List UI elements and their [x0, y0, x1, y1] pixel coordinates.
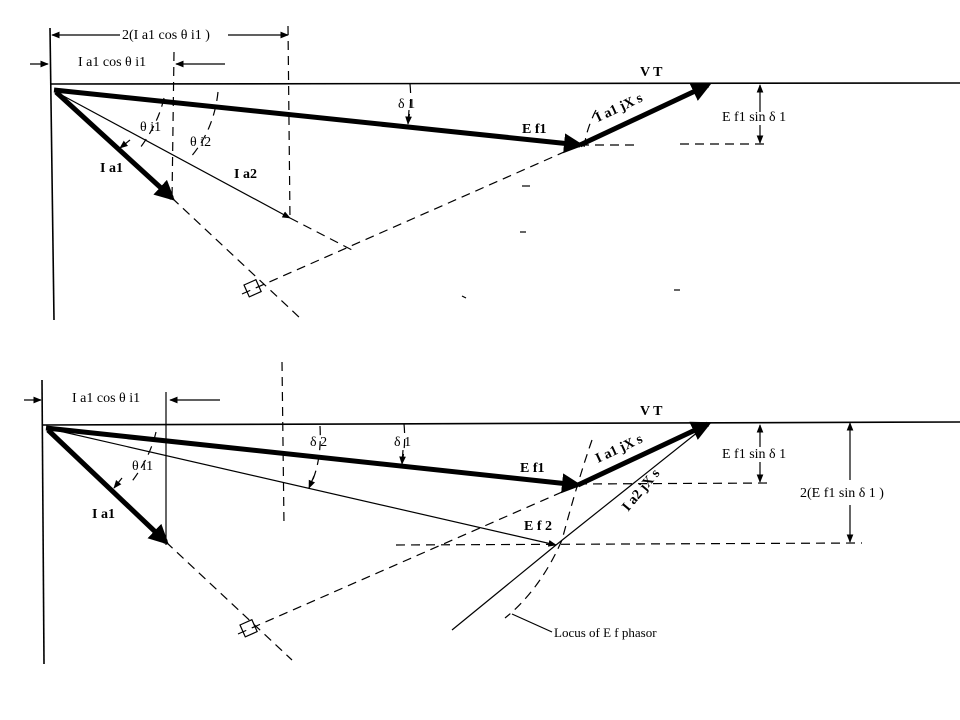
top-vertical-axis: [49, 27, 55, 321]
bottom-ia1-phasor: [46, 428, 169, 545]
top-projection-ia1: [171, 51, 175, 201]
bottom-ia2-jxs-extension: [451, 544, 557, 631]
bottom-perpendicular-line: [237, 484, 579, 635]
top-perpendicular-line: [241, 144, 581, 295]
bottom-ia2-jxs-phasor: [555, 423, 709, 546]
top-theta-i1-label: θ i1: [140, 120, 161, 135]
bottom-ef2-label: E f 2: [524, 519, 552, 534]
bottom-locus-leader: [511, 613, 553, 633]
bottom-theta-i1-arc: [129, 431, 157, 485]
bottom-ia2-jxs-label: I a2 jX s: [620, 466, 664, 514]
top-dim-double-label: 2(I a1 cos θ i1 ): [122, 28, 210, 43]
bottom-ia1-label: I a1: [92, 507, 115, 522]
bottom-vt-reference-line: [41, 421, 960, 426]
bottom-right-angle-marker: [239, 618, 258, 638]
bottom-delta1-arrow: [399, 449, 406, 465]
top-dim-single-label: I a1 cos θ i1: [78, 55, 146, 70]
top-theta-i1-arrow: [119, 139, 131, 149]
top-ef1-label: E f1: [522, 122, 547, 137]
top-projection-ia2: [287, 25, 291, 221]
bottom-delta1-label: δ 1: [394, 435, 411, 450]
bottom-ef1-sin-label: E f1 sin δ 1: [722, 447, 786, 462]
bottom-vt-label: V T: [640, 404, 663, 419]
top-ia1-jxs-phasor: [578, 82, 712, 148]
top-theta-i2-label: θ i2: [190, 135, 211, 150]
top-ia2-phasor: [55, 91, 291, 219]
bottom-vertical-axis: [41, 379, 45, 665]
bottom-dim-single-label: I a1 cos θ i1: [72, 391, 140, 406]
top-ef1-sin-label: E f1 sin δ 1: [722, 110, 786, 125]
bottom-theta-i1-label: θ i1: [132, 459, 153, 474]
bottom-double-sin-label: 2(E f1 sin δ 1 ): [800, 486, 884, 501]
bottom-ef1-phasor: [45, 425, 582, 494]
bottom-ef1-label: E f1: [520, 461, 545, 476]
bottom-ef2-phasor: [45, 427, 557, 547]
top-ia2-label: I a2: [234, 167, 257, 182]
top-ia1-extension: [171, 197, 301, 319]
top-diagram: 2(I a1 cos θ i1 ) I a1 cos θ i1 V T E f1…: [30, 25, 960, 321]
top-locus-arc: [583, 109, 597, 149]
bottom-ef2-level-dash: [395, 542, 863, 546]
bottom-diagram: I a1 cos θ i1 V T E f1 I a1 jX s E f 2 I…: [24, 361, 960, 665]
bottom-ef1-level-dash: [577, 482, 771, 485]
top-delta1-arrow: [405, 109, 412, 125]
bottom-ia1-extension: [165, 541, 293, 661]
top-theta-i2-arc: [189, 91, 219, 159]
top-ia1-phasor: [54, 90, 175, 201]
top-ia2-extension: [289, 217, 353, 251]
top-vt-label: V T: [640, 65, 663, 80]
bottom-theta-i1-arrow: [113, 477, 123, 489]
top-delta1-label: δ 1: [398, 97, 415, 112]
bottom-locus-label: Locus of E f phasor: [554, 625, 657, 640]
top-right-angle-marker: [243, 278, 262, 298]
top-vt-reference-line: [49, 82, 960, 85]
bottom-locus-arc: [504, 439, 593, 619]
bottom-delta2-arrow: [308, 475, 316, 489]
top-theta-i1-arc: [139, 97, 165, 149]
bottom-delta2-arc: [309, 425, 321, 487]
stray-marks: [461, 185, 680, 299]
bottom-delta2-label: δ 2: [310, 435, 327, 450]
bottom-ia1-jxs-phasor: [576, 421, 712, 488]
top-ia1-label: I a1: [100, 161, 123, 176]
bottom-ia1-jxs-label: I a1 jX s: [593, 432, 645, 467]
bottom-projection-right: [281, 361, 285, 526]
top-ef1-phasor: [53, 87, 584, 154]
stray-mark-3: [461, 295, 467, 299]
